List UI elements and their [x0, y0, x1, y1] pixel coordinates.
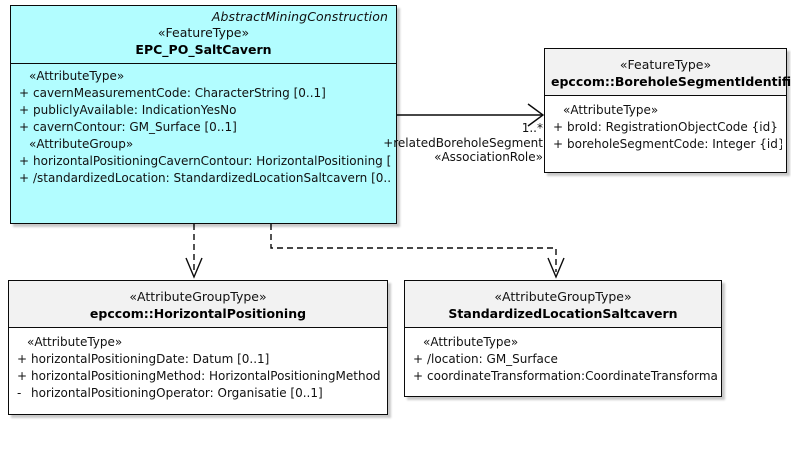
- association-role-name: +relatedBoreholeSegment: [383, 136, 543, 150]
- visibility-marker: -: [17, 386, 22, 400]
- attribute-row[interactable]: + horizontalPositioningMethod: Horizonta…: [13, 368, 383, 385]
- visibility-marker: +: [19, 86, 30, 100]
- attribute-text: horizontalPositioningCavernContour: Hori…: [33, 154, 392, 168]
- attribute-text: boreholeSegmentCode: Integer {id}: [567, 137, 782, 151]
- attribute-row[interactable]: + cavernMeasurementCode: CharacterString…: [15, 85, 392, 102]
- attribute-text: horizontalPositioningOperator: Organisat…: [31, 386, 323, 400]
- class-stereotype: «FeatureType»: [157, 25, 250, 40]
- attribute-row[interactable]: + boreholeSegmentCode: Integer {id}: [549, 136, 782, 153]
- attribute-group-label: «AttributeType»: [563, 103, 659, 117]
- attribute-row[interactable]: + coordinateTransformation:CoordinateTra…: [409, 368, 717, 385]
- attribute-row[interactable]: + /standardizedLocation: StandardizedLoc…: [15, 170, 392, 187]
- dependency-line-standardized-location: [270, 224, 557, 272]
- attribute-text: horizontalPositioningDate: Datum [0..1]: [31, 352, 270, 366]
- dependency-arrowhead-standardized-location: [547, 257, 565, 279]
- attribute-row[interactable]: + cavernContour: GM_Surface [0..1]: [15, 119, 392, 136]
- class-name: epccom::HorizontalPositioning: [89, 306, 307, 321]
- class-name: StandardizedLocationSaltcavern: [448, 306, 678, 321]
- class-stereotype: «AttributeGroupType»: [129, 289, 267, 304]
- attribute-row[interactable]: - horizontalPositioningOperator: Organis…: [13, 385, 383, 402]
- attribute-text: /location: GM_Surface: [427, 352, 558, 366]
- visibility-marker: +: [19, 103, 30, 117]
- class-header: «FeatureType» epccom::BoreholeSegmentIde…: [545, 49, 791, 96]
- visibility-marker: +: [413, 369, 424, 383]
- visibility-marker: +: [553, 137, 564, 151]
- class-body: «AttributeType» + horizontalPositioningD…: [9, 328, 387, 406]
- class-box-horizontal-positioning[interactable]: «AttributeGroupType» epccom::HorizontalP…: [8, 280, 388, 415]
- class-stereotype: «AttributeGroupType»: [494, 289, 632, 304]
- package-label: AbstractMiningConstruction: [211, 9, 388, 24]
- class-body: «AttributeType» + /location: GM_Surface …: [405, 328, 721, 389]
- class-stereotype: «FeatureType»: [619, 57, 712, 72]
- visibility-marker: +: [413, 352, 424, 366]
- class-header: «AttributeGroupType» epccom::HorizontalP…: [9, 281, 387, 328]
- attribute-group-label: «AttributeType»: [27, 335, 123, 349]
- visibility-marker: +: [17, 352, 28, 366]
- visibility-marker: +: [553, 120, 564, 134]
- attribute-row[interactable]: + broId: RegistrationObjectCode {id}: [549, 119, 782, 136]
- dependency-arrowhead-horizontal-positioning: [185, 257, 203, 279]
- class-header: «AttributeGroupType» StandardizedLocatio…: [405, 281, 721, 328]
- attribute-text: horizontalPositioningMethod: HorizontalP…: [31, 369, 383, 383]
- class-box-borehole-segment-identification[interactable]: «FeatureType» epccom::BoreholeSegmentIde…: [544, 48, 791, 173]
- association-stereotype: «AssociationRole»: [434, 150, 543, 164]
- class-body: «AttributeType» + cavernMeasurementCode:…: [11, 64, 396, 191]
- attribute-text: /standardizedLocation: StandardizedLocat…: [33, 171, 392, 185]
- attribute-row[interactable]: + /location: GM_Surface: [409, 351, 717, 368]
- class-box-standardized-location-saltcavern[interactable]: «AttributeGroupType» StandardizedLocatio…: [404, 280, 722, 397]
- visibility-marker: +: [19, 120, 30, 134]
- attribute-row[interactable]: + horizontalPositioningDate: Datum [0..1…: [13, 351, 383, 368]
- attribute-text: publiclyAvailable: IndicationYesNo: [33, 103, 237, 117]
- attribute-text: cavernContour: GM_Surface [0..1]: [33, 120, 237, 134]
- class-box-epc-po-saltcavern[interactable]: AbstractMiningConstruction «FeatureType»…: [10, 5, 397, 224]
- attribute-row[interactable]: + publiclyAvailable: IndicationYesNo: [15, 102, 392, 119]
- visibility-marker: +: [19, 154, 30, 168]
- class-name: EPC_PO_SaltCavern: [135, 42, 272, 57]
- class-body: «AttributeType» + broId: RegistrationObj…: [545, 96, 786, 157]
- attribute-group-label: «AttributeType»: [29, 69, 125, 83]
- visibility-marker: +: [17, 369, 28, 383]
- class-header: AbstractMiningConstruction «FeatureType»…: [11, 6, 396, 64]
- attribute-group-label: «AttributeGroup»: [29, 137, 134, 151]
- attribute-text: coordinateTransformation:CoordinateTrans…: [427, 369, 717, 383]
- attribute-text: broId: RegistrationObjectCode {id}: [567, 120, 778, 134]
- association-multiplicity: 1..*: [521, 121, 543, 135]
- visibility-marker: +: [19, 171, 30, 185]
- class-name: epccom::BoreholeSegmentIdentification: [551, 74, 791, 89]
- attribute-row[interactable]: + horizontalPositioningCavernContour: Ho…: [15, 153, 392, 170]
- attribute-group-label: «AttributeType»: [423, 335, 519, 349]
- attribute-text: cavernMeasurementCode: CharacterString […: [33, 86, 326, 100]
